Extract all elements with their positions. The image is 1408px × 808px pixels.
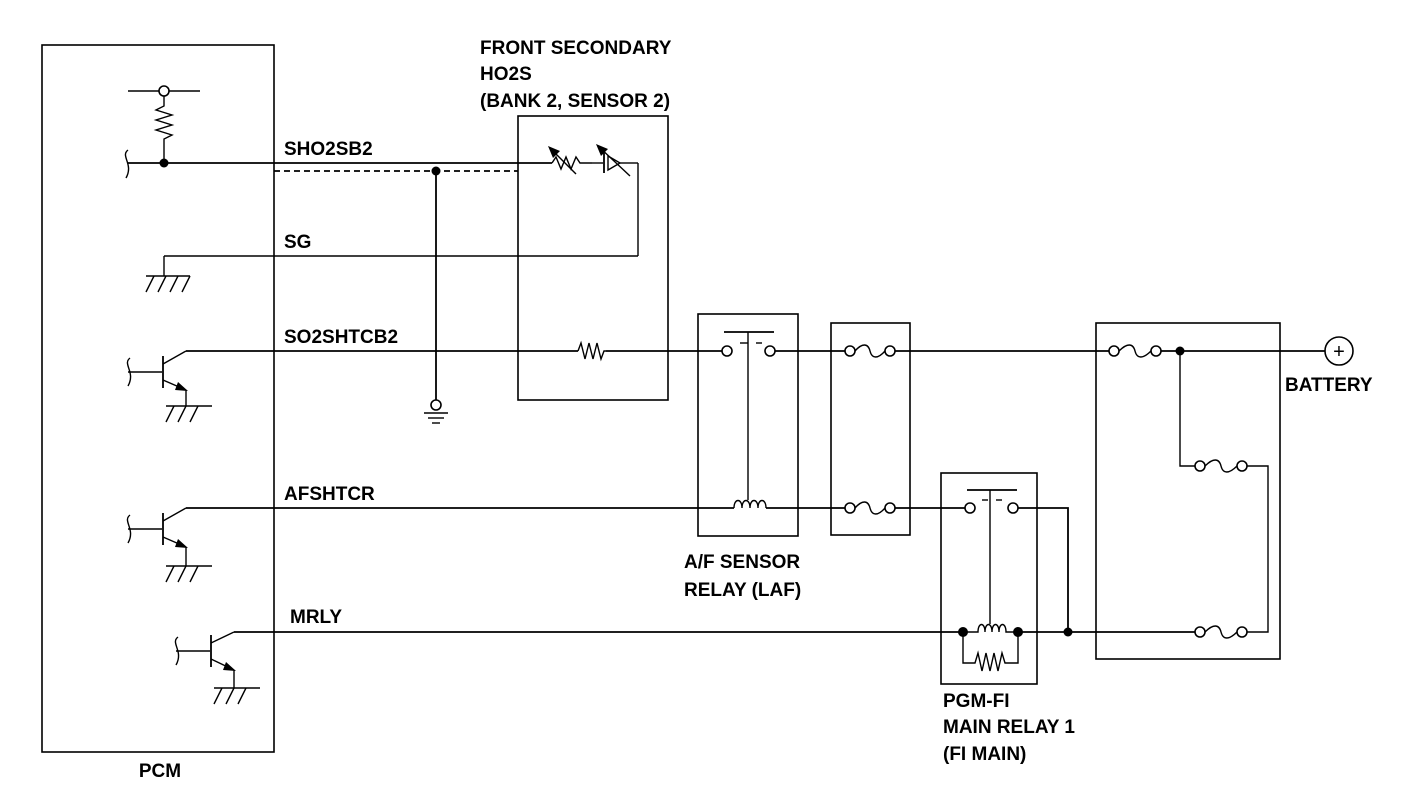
fuse-box-middle [830, 322, 911, 536]
variable-resistor-icon [548, 146, 592, 175]
ho2s-title-line-1: FRONT SECONDARY [480, 38, 672, 59]
fuse-icon [1194, 625, 1248, 639]
fuse-icon [844, 344, 896, 358]
wire-label-afshtcr: AFSHTCR [284, 484, 375, 505]
transistor-2-icon [126, 507, 212, 583]
relay-coil-icon [733, 499, 767, 509]
transistor-1-icon [126, 350, 212, 423]
ho2s-title-line-2: HO2S [480, 64, 532, 85]
signal-ground-icon [145, 256, 191, 293]
relay-resistor-icon [962, 632, 1019, 672]
pcm-block: PCM [41, 44, 275, 782]
main-relay-label-line-2: MAIN RELAY 1 [943, 717, 1075, 738]
sensor-element-icon [592, 144, 631, 177]
main-relay-label-line-1: PGM-FI [943, 691, 1010, 712]
battery: + BATTERY [1285, 336, 1373, 396]
fuse-icon [1194, 459, 1248, 473]
fuse-icon [1108, 344, 1162, 358]
af-relay-label-line-1: A/F SENSOR [684, 552, 800, 573]
pgm-fi-main-relay: PGM-FI MAIN RELAY 1 (FI MAIN) [940, 472, 1075, 765]
wire-label-mrly: MRLY [290, 607, 342, 628]
wire-label-sg: SG [284, 232, 311, 253]
input-tilde-icon [124, 149, 130, 179]
transistor-3-icon [174, 631, 260, 705]
relay-coil-icon [963, 623, 1018, 633]
pullup-resistor-icon [128, 85, 200, 163]
wire-label-so2shtcb2: SO2SHTCB2 [284, 327, 398, 348]
battery-plus-symbol: + [1333, 341, 1345, 363]
main-relay-label-line-3: (FI MAIN) [943, 744, 1026, 765]
af-sensor-relay: A/F SENSOR RELAY (LAF) [684, 313, 801, 601]
wire-label-sho2sb2: SHO2SB2 [284, 139, 373, 160]
fuse-icon [844, 501, 896, 515]
heater-resistor-icon [577, 340, 606, 362]
fuse-box-right [1095, 322, 1281, 660]
battery-terminal-icon [1324, 336, 1354, 366]
af-relay-label-line-2: RELAY (LAF) [684, 580, 801, 601]
ho2s-title-line-3: (BANK 2, SENSOR 2) [480, 91, 670, 112]
battery-label: BATTERY [1285, 375, 1373, 396]
pcm-label: PCM [139, 761, 181, 782]
ho2s-sensor: FRONT SECONDARY HO2S (BANK 2, SENSOR 2) [480, 38, 672, 401]
wires [164, 162, 1325, 637]
